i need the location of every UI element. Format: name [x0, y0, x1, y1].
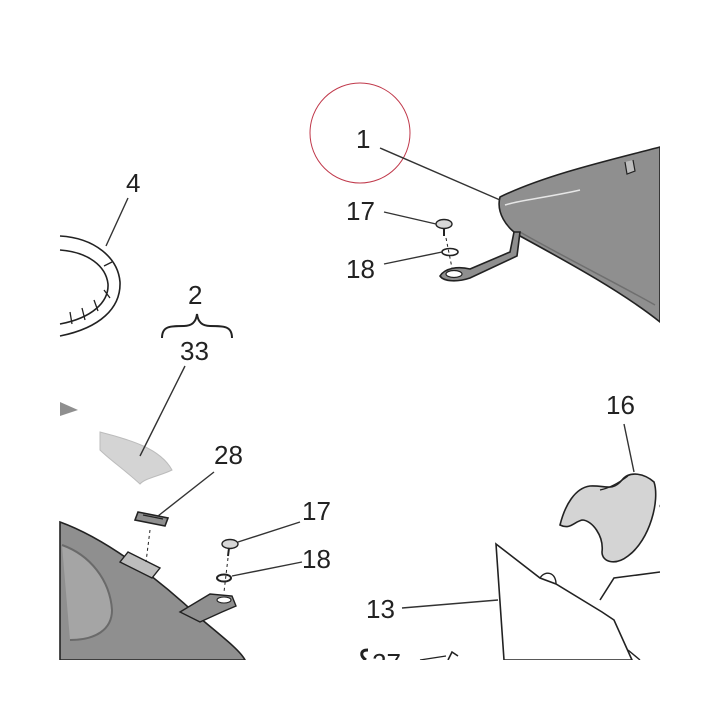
callout-16: 16 — [606, 390, 635, 420]
part-27-screw — [360, 648, 459, 662]
callout-1: 1 — [356, 124, 370, 154]
callout-33: 33 — [180, 336, 209, 366]
part-1-fairing — [439, 145, 661, 324]
bracket-2 — [161, 313, 233, 339]
part-16-clip — [559, 473, 665, 563]
right-margin — [660, 0, 720, 720]
part-33-decal — [60, 402, 173, 485]
callout-28: 28 — [214, 440, 243, 470]
callout-17-top: 17 — [346, 196, 375, 226]
callout-4: 4 — [126, 168, 140, 198]
callout-18-bottom: 18 — [302, 544, 331, 574]
callout-18-top: 18 — [346, 254, 375, 284]
callout-2: 2 — [188, 280, 202, 310]
callout-17-bottom: 17 — [302, 496, 331, 526]
part-17-screw-top — [435, 218, 453, 236]
leader-lines — [105, 147, 635, 609]
callout-13: 13 — [366, 594, 395, 624]
lower-left-body-panel — [59, 520, 247, 661]
part-4-ring — [59, 235, 121, 337]
bottom-margin — [0, 660, 720, 720]
part-28-pad — [133, 511, 170, 527]
highlight-circle — [309, 82, 411, 184]
part-17-screw-bottom — [221, 538, 239, 557]
part-18-washer-bottom — [216, 557, 232, 593]
part-13-panel — [495, 542, 661, 661]
part-18-washer-top — [441, 237, 459, 269]
